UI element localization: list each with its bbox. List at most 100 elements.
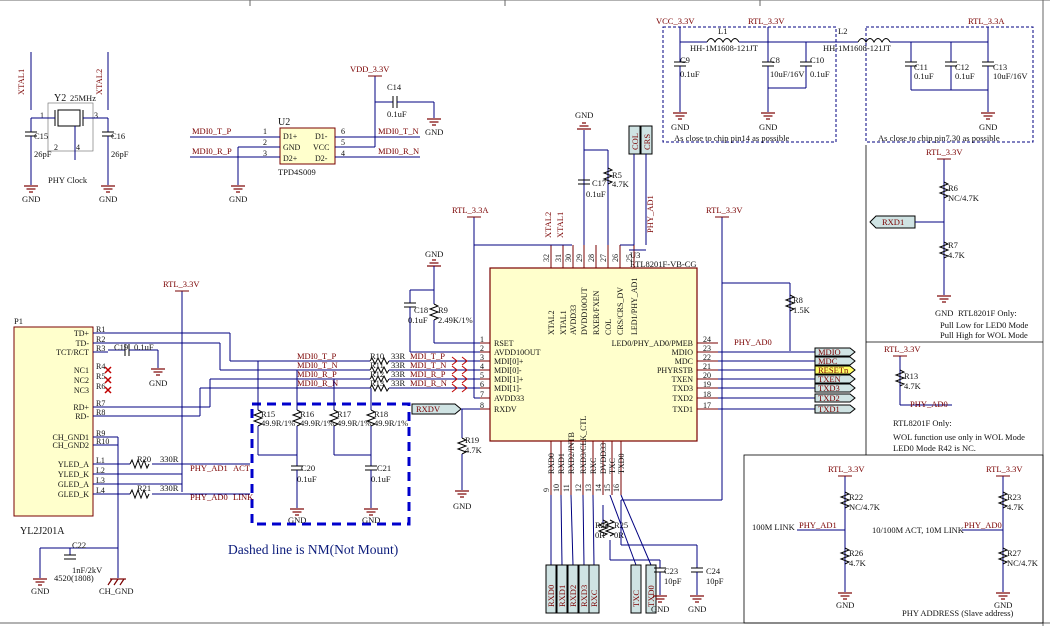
net-crs: CRS	[642, 134, 652, 150]
net-rxd1: RXD1	[882, 217, 904, 227]
rp-note-2: Pull Low for LED0 Mode	[940, 320, 1029, 330]
u3-pin-num: 27	[599, 254, 608, 262]
net-port-txc	[630, 564, 642, 614]
u3-pin-name: TXD1	[673, 405, 693, 414]
u3-bottom-pins: 9RXD010RXD111RXD2/INTB12RXD3/CLK_CTL13RX…	[542, 416, 626, 495]
r19-ref: R19	[465, 435, 479, 445]
u3-pin-num: 3	[480, 353, 484, 362]
c14-value: 0.1uF	[387, 109, 407, 119]
gnd-label: GND	[935, 308, 953, 318]
gnd-label: GND	[229, 194, 247, 204]
r5-value: 4.7K	[612, 179, 630, 189]
mdi0-net-label: MDI0_R_P	[297, 369, 337, 379]
p1-pin-name: TD+	[74, 329, 90, 338]
u3-body	[489, 267, 698, 442]
p1-pin-name: NC2	[74, 376, 89, 385]
u3-pin-name: RXER/FXEN	[592, 290, 601, 335]
l2-ref: L2	[838, 26, 847, 36]
u3-pin-name: TXD0	[617, 454, 626, 474]
rp-note-4: RTL8201F Only:	[893, 418, 952, 428]
gnd-icon	[760, 112, 776, 120]
y2-pin4: 4	[76, 143, 80, 152]
p1-pin-name: NC3	[74, 386, 89, 395]
c16-ref: C16	[111, 131, 125, 141]
rxdv-port[interactable]	[411, 403, 462, 415]
u3-pin-num: 20	[703, 371, 711, 380]
u3-pin-num: 8	[480, 401, 484, 410]
c9-value: 0.1uF	[680, 69, 700, 79]
resistor-r16	[291, 409, 303, 427]
p1-pin-ref: R7	[96, 399, 105, 408]
c24-ref: C24	[706, 566, 721, 576]
u3-pin-name: TXD3	[673, 384, 693, 393]
r24-ref: R24	[595, 520, 610, 530]
u3-pin-name: RXD0	[547, 453, 556, 474]
p1-pin-name: YLED_K	[58, 470, 89, 479]
resistor-r25	[604, 519, 616, 537]
y2-pin1: 1	[40, 111, 44, 120]
mdi-resistor-ref: R12	[370, 369, 384, 379]
u3-pin-name: TXC	[608, 458, 617, 474]
u3-pin-num: 7	[480, 390, 484, 399]
resistor-r15	[252, 409, 264, 427]
c19-ref: C19	[114, 342, 128, 352]
p1-pin-ref: R9	[96, 429, 105, 438]
u3-pin-num: 24	[703, 335, 711, 344]
phy-address-title: PHY ADDRESS (Slave address)	[902, 608, 1014, 618]
u2-pin-num: 1	[263, 127, 267, 136]
net-label-mdio: MDIO	[818, 347, 841, 357]
net-phy-ad0-led: PHY_AD0	[190, 492, 228, 502]
c23-ref: C23	[664, 566, 678, 576]
u3-pin-num: 17	[703, 401, 711, 410]
resistor-r18	[365, 409, 377, 427]
diff-pair-icon	[451, 374, 468, 384]
mdi-series-resistor	[369, 374, 390, 384]
u2-ref: U2	[278, 117, 290, 128]
resistor-r8	[784, 294, 796, 312]
c10-ref: C10	[810, 55, 824, 65]
mdi0-net-label: MDI0_R_N	[297, 378, 338, 388]
net-phy-ad0: PHY_AD0	[734, 337, 772, 347]
p1-pin-ref: L2	[96, 466, 105, 475]
bottom-net-wire	[592, 494, 595, 566]
link-label: LINK	[233, 492, 254, 502]
u2-pin-name: D2+	[283, 154, 298, 163]
nm-termination-block: R1549.9R/1%R1649.9R/1%R1749.9R/1%R1849.9…	[228, 361, 411, 557]
p1-pin-ref: R10	[96, 437, 109, 446]
resistor-r17	[328, 409, 340, 427]
net-label-txd1: TXD1	[818, 404, 840, 414]
r18-ref: R18	[374, 409, 388, 419]
power-box-2	[865, 26, 1034, 143]
link100-label: 100M LINK	[752, 522, 796, 532]
resistor-r19	[456, 437, 468, 455]
net-port-txd3	[814, 383, 856, 393]
u3-pin-name: DVDD33	[599, 443, 608, 474]
net-label-txd0: TXD0	[646, 585, 656, 607]
resistor-r7	[938, 241, 950, 259]
u3-pin-name: LED0/PHY_AD0/PMEB	[612, 339, 693, 348]
net-port-rxd1	[556, 564, 568, 614]
r17-ref: R17	[337, 409, 351, 419]
r7-ref: R7	[948, 240, 958, 250]
r9-value: 2.49K/1%	[438, 315, 473, 325]
gnd-icon	[100, 185, 116, 193]
right-panel-block: RTL_3.3V R6 NC/4.7K RXD1 R7 4.7K GND RTL…	[865, 145, 1043, 455]
u2-pin-num: 3	[263, 149, 267, 158]
net-label-mdc: MDC	[818, 356, 838, 366]
mdi-resistor-value: 33R	[391, 378, 406, 388]
u3-pin-num: 21	[703, 362, 711, 371]
u3-pin-name: RSET	[494, 339, 514, 348]
u3-part: RTL8201F-VB-CG	[630, 259, 697, 269]
c22-package: 4520(1808)	[54, 573, 94, 583]
mdi-resistor-value: 33R	[391, 360, 406, 370]
resistor-r9	[428, 303, 440, 321]
net-xtal1: XTAL1	[555, 212, 565, 238]
gnd-icon	[32, 578, 48, 586]
net-mdi0-r-n: MDI0_R_N	[378, 146, 419, 156]
u3-pin-name: LED1/PHY_AD1	[630, 278, 639, 335]
diff-pair-icon	[451, 365, 468, 375]
u3-right-nets: PHY_AD0 R8 1.5K MDIOMDCRESETnTXENTXD3TXD…	[718, 282, 856, 414]
bottom-net-wire	[570, 494, 574, 566]
r27-value: NC/4.7K	[1007, 558, 1039, 568]
